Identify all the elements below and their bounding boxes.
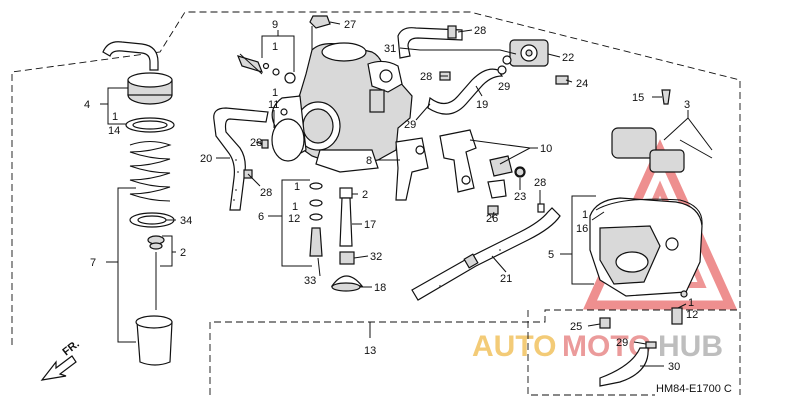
label-part-29-b: 29 (404, 119, 416, 131)
fasteners (243, 15, 688, 387)
air-cut-valve-3 (611, 127, 713, 173)
label-part-8: 8 (366, 155, 372, 167)
watermark-text-hub: HUB (658, 330, 723, 363)
hose-20 (213, 107, 269, 211)
label-part-15: 15 (632, 92, 644, 104)
bracket-10 (439, 129, 526, 199)
label-part-21: 21 (500, 273, 512, 285)
vacuum-piston-assembly (102, 41, 175, 366)
label-part-30: 30 (668, 361, 680, 373)
hose-21 (411, 207, 561, 301)
lever-8 (395, 137, 429, 201)
diagram-code: HM84-E1700 C (656, 383, 732, 395)
pilot-screw-set (236, 53, 296, 84)
label-part-2-a: 2 (180, 247, 186, 259)
label-part-3: 3 (684, 99, 690, 111)
label-part-17: 17 (364, 219, 376, 231)
float-bowl-5 (589, 197, 703, 297)
label-part-1-b: 1 (272, 41, 278, 53)
label-part-2-b: 2 (362, 189, 368, 201)
label-part-24: 24 (576, 78, 588, 90)
label-part-28-d: 28 (260, 187, 272, 199)
label-part-1-e: 1 (292, 201, 298, 213)
label-part-12-a: 12 (288, 213, 300, 225)
label-part-28-e: 28 (534, 177, 546, 189)
label-part-5: 5 (548, 249, 554, 261)
label-part-31: 31 (384, 43, 396, 55)
carburetor-body (271, 42, 413, 173)
label-part-14: 14 (108, 125, 120, 137)
label-part-23: 23 (514, 191, 526, 203)
label-part-32: 32 (370, 251, 382, 263)
front-arrow-label: FR. (60, 338, 81, 358)
label-part-25: 25 (570, 321, 582, 333)
label-part-29-a: 29 (498, 81, 510, 93)
label-part-1-d: 1 (294, 181, 300, 193)
label-part-1-f: 1 (582, 209, 588, 221)
label-part-1-g: 1 (688, 297, 694, 309)
label-part-13: 13 (364, 345, 376, 357)
label-part-16: 16 (576, 223, 588, 235)
label-part-4: 4 (84, 99, 90, 111)
hose-31 (397, 27, 504, 115)
label-part-34: 34 (180, 215, 192, 227)
watermark-text-auto: AUTO (472, 330, 556, 363)
jet-stack (309, 182, 364, 292)
label-part-10: 10 (540, 143, 552, 155)
label-part-28-c: 28 (250, 137, 262, 149)
label-part-33: 33 (304, 275, 316, 287)
front-arrow-icon: FR. (40, 338, 82, 381)
leader-lines (100, 21, 713, 367)
label-part-18: 18 (374, 282, 386, 294)
label-part-27: 27 (344, 19, 356, 31)
label-part-29-c: 29 (616, 337, 628, 349)
label-part-12-b: 12 (686, 309, 698, 321)
label-part-20: 20 (200, 153, 212, 165)
label-part-1-c: 1 (272, 87, 278, 99)
part-labels: 4 1 14 7 34 2 9 1 1 11 27 28 31 22 24 28… (84, 19, 732, 395)
label-part-26: 26 (486, 213, 498, 225)
label-part-1-a: 1 (112, 111, 118, 123)
label-part-28-a: 28 (474, 25, 486, 37)
label-part-11: 11 (268, 99, 279, 111)
label-part-28-b: 28 (420, 71, 432, 83)
boundary-lines (11, 11, 741, 396)
label-part-6: 6 (258, 211, 264, 223)
fuel-valve-22 (502, 39, 569, 85)
label-part-22: 22 (562, 52, 574, 64)
label-part-19: 19 (476, 99, 488, 111)
label-part-7: 7 (90, 257, 96, 269)
label-part-9: 9 (272, 19, 278, 31)
